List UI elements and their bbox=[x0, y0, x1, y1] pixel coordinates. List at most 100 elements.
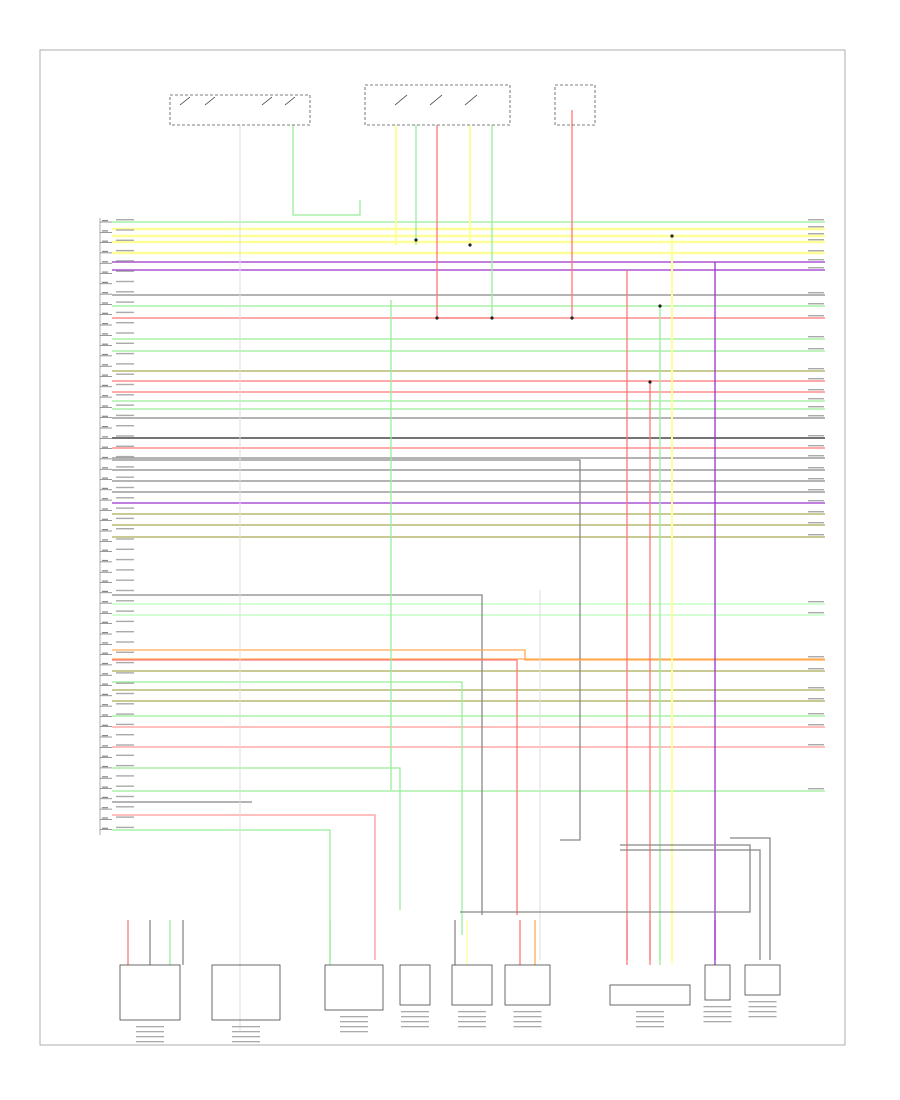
turbine-speed-sensor-caption-line bbox=[458, 1026, 486, 1028]
ecm-pin-label bbox=[102, 467, 108, 469]
ecm-pin-label bbox=[102, 745, 108, 747]
ecm-pin-label bbox=[102, 405, 108, 407]
bus-wire-label bbox=[808, 378, 824, 380]
ecm-wire-label bbox=[116, 806, 134, 808]
bus-wire-label bbox=[808, 500, 824, 502]
neutral-position-switch bbox=[324, 964, 384, 1011]
bus-wire-label bbox=[808, 303, 824, 305]
splice-dot bbox=[414, 238, 418, 242]
bus-wire-label bbox=[808, 415, 824, 417]
atf-temp-switch-caption-line bbox=[136, 1031, 164, 1033]
throttle-position-sensor-caption-line bbox=[703, 1011, 732, 1013]
feed-wire bbox=[292, 125, 361, 216]
ecm-pin-column bbox=[99, 218, 134, 835]
ecm-wire-label bbox=[116, 497, 134, 499]
bus-wire-label bbox=[808, 713, 824, 715]
ecm-pin-label bbox=[102, 683, 108, 685]
ecm-pin-label bbox=[102, 632, 108, 634]
pressure-sensor-caption-line bbox=[748, 1006, 777, 1008]
bus-wire-label bbox=[808, 612, 824, 614]
bus-wire-label bbox=[808, 267, 824, 269]
bus-wire-branch bbox=[112, 459, 581, 841]
ecm-wire-label bbox=[116, 548, 134, 550]
bus-wire-branch bbox=[112, 681, 463, 935]
atf-temp-switch bbox=[119, 964, 181, 1021]
bus-wire-branch bbox=[112, 829, 331, 960]
ecm-wire-label bbox=[116, 342, 134, 344]
ecm-pin-label bbox=[102, 735, 108, 737]
ecm-wire-label bbox=[116, 280, 134, 283]
atf-temp-switch-caption-line bbox=[136, 1036, 164, 1038]
ecm-pin-label bbox=[102, 343, 108, 345]
wire-layer bbox=[112, 110, 825, 1030]
ecm-wire-label bbox=[116, 414, 134, 417]
ecm-pin-label bbox=[102, 580, 108, 582]
ecm-pin-label bbox=[102, 395, 108, 397]
ecm-pin-label bbox=[102, 807, 108, 809]
ecm-wire-label bbox=[116, 425, 134, 427]
ecm-wire-label bbox=[116, 435, 134, 437]
ecm-pin-label bbox=[102, 261, 108, 263]
ecm-wire-label bbox=[116, 754, 134, 756]
bus-wire-label bbox=[808, 226, 824, 228]
atf-temp-switch-caption-line bbox=[136, 1026, 164, 1028]
bus-wire-label bbox=[808, 698, 824, 700]
bus-wire-branch bbox=[112, 659, 518, 915]
bus-wire-label bbox=[808, 478, 824, 480]
neutral-position-switch-caption-line bbox=[340, 1016, 368, 1018]
ecm-wire-label bbox=[116, 682, 134, 684]
ecm-wire-label bbox=[116, 311, 134, 314]
ecm-wire-label bbox=[116, 672, 134, 674]
cross-harness bbox=[460, 844, 751, 913]
bus-wire-label bbox=[808, 292, 824, 294]
ecm-pin-label bbox=[102, 281, 108, 283]
bus-wire-label bbox=[808, 336, 824, 338]
bus-wire-branch bbox=[112, 594, 483, 915]
pressure-sensor bbox=[744, 964, 781, 996]
ecm-wire-label bbox=[116, 734, 134, 736]
fuse-box-right bbox=[364, 84, 511, 126]
ecm-pin-label bbox=[102, 827, 108, 829]
bus-wire-label bbox=[808, 406, 824, 408]
ecm-wire-label bbox=[116, 538, 134, 540]
ecm-pin-label bbox=[102, 642, 108, 644]
ecm-wire-label bbox=[116, 589, 134, 592]
transmission-range-sensor-caption-line bbox=[232, 1041, 260, 1043]
ecm-wire-label bbox=[116, 332, 134, 334]
ecm-wire-label bbox=[116, 610, 134, 612]
ecm-pin-label bbox=[102, 333, 108, 335]
ecm-wire-label bbox=[116, 528, 134, 530]
ecm-wire-label bbox=[116, 703, 134, 705]
turbine-speed-sensor-caption-line bbox=[458, 1016, 486, 1018]
pressure-sensor-caption-line bbox=[748, 1011, 777, 1013]
ecm-wire-label bbox=[116, 620, 134, 623]
transmission-range-sensor-caption-line bbox=[232, 1026, 260, 1028]
output-speed-sensor-caption-line bbox=[513, 1026, 542, 1028]
ecm-wire-label bbox=[116, 455, 134, 458]
atf-temp-switch-caption-line bbox=[136, 1041, 164, 1043]
ecm-pin-label bbox=[102, 755, 108, 757]
bus-wire-label bbox=[808, 467, 824, 469]
transmission-range-sensor-caption-line bbox=[232, 1036, 260, 1038]
ecm-pin-label bbox=[102, 704, 108, 706]
output-speed-sensor-caption-line bbox=[513, 1016, 542, 1018]
ecm-wire-label bbox=[116, 383, 134, 386]
output-speed-sensor-caption-line bbox=[513, 1011, 542, 1013]
ecm-wire-label bbox=[116, 249, 134, 252]
ecm-pin-label bbox=[102, 714, 108, 716]
ecm-pin-label bbox=[102, 652, 108, 654]
turbine-speed-sensor-caption-line bbox=[458, 1011, 486, 1013]
ecm-wire-label bbox=[116, 394, 134, 396]
ecm-pin-label bbox=[102, 621, 108, 623]
bus-wire-label bbox=[808, 389, 824, 391]
diagram-frame bbox=[39, 49, 846, 1046]
bus-wire-label bbox=[808, 522, 824, 524]
transmission-range-sensor bbox=[211, 964, 281, 1021]
ecm-wire-label bbox=[116, 600, 134, 602]
ecm-pin-label bbox=[102, 765, 108, 768]
bus-wire-label bbox=[808, 445, 824, 447]
splice-dot bbox=[468, 243, 472, 247]
ecm-wire-label bbox=[116, 651, 134, 653]
ecm-pin-label bbox=[102, 786, 108, 788]
